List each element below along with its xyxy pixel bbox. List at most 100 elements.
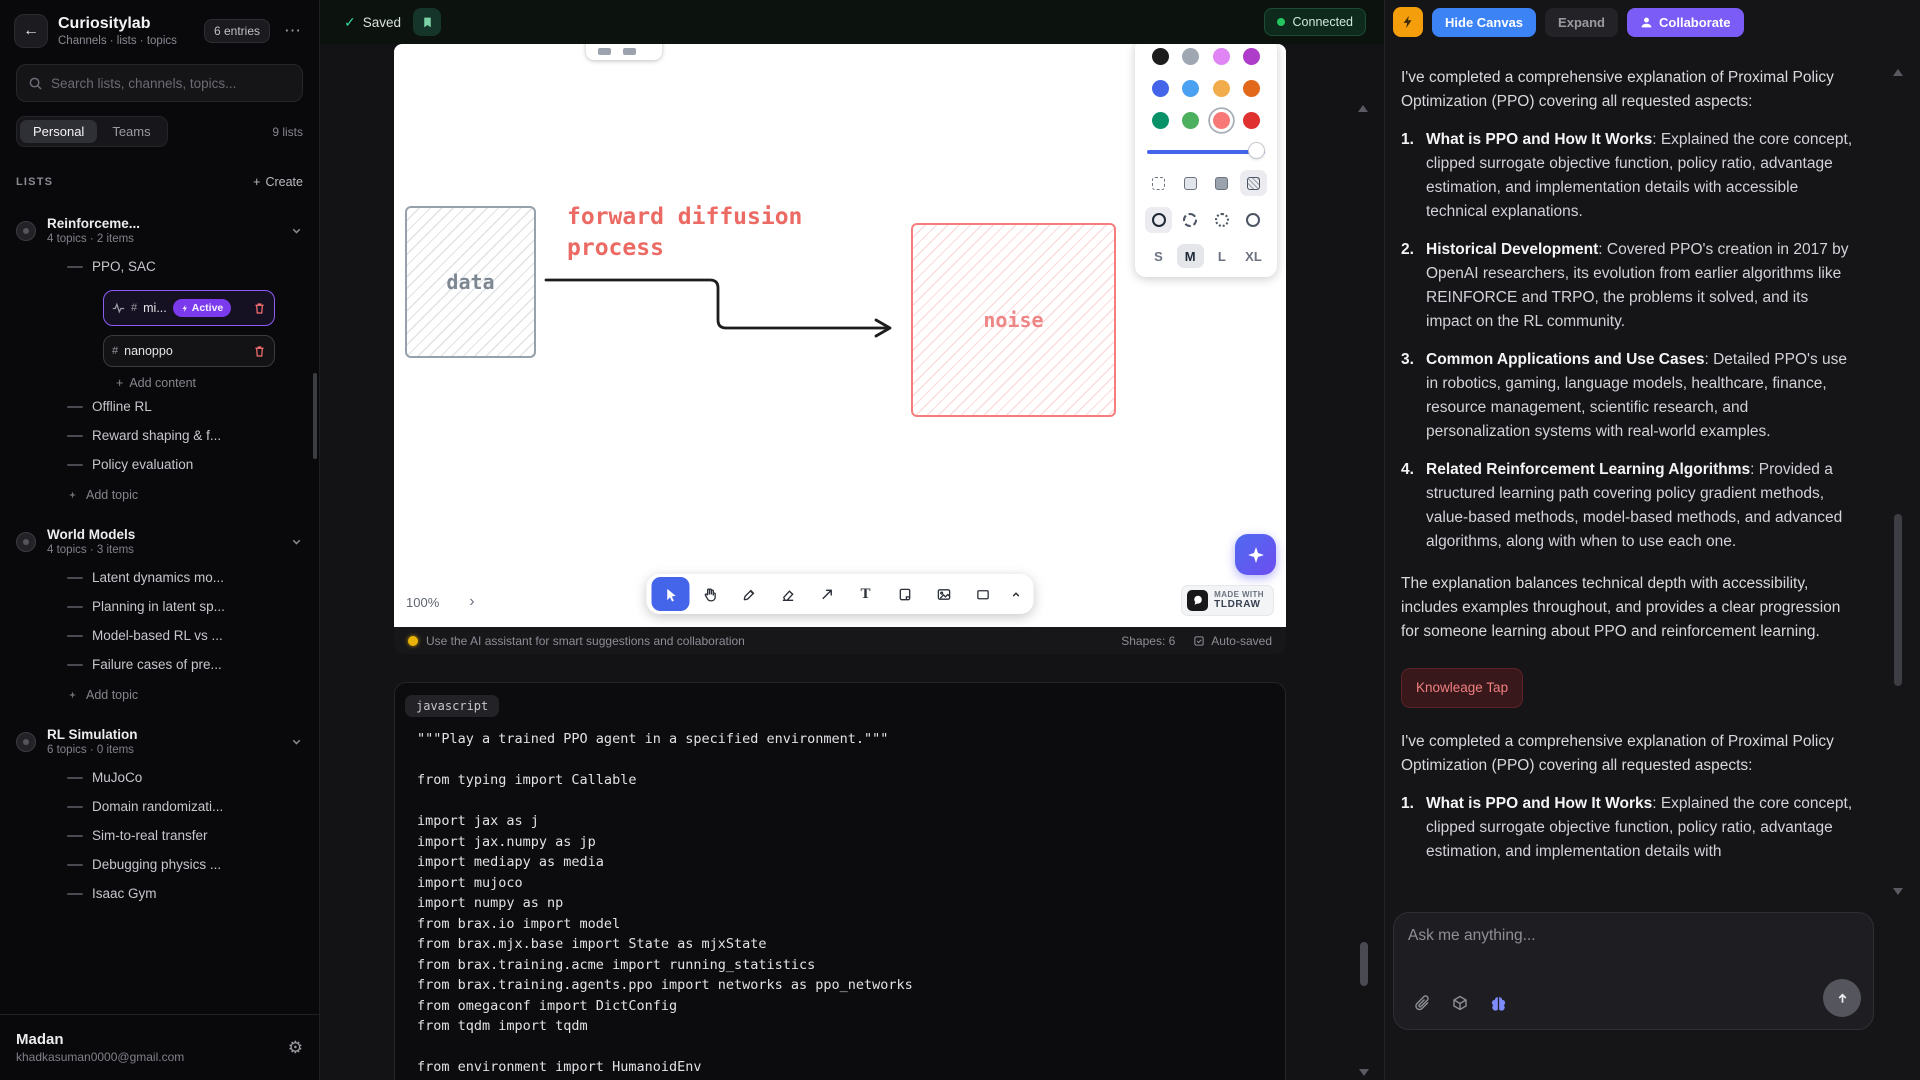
panel-toggle-button[interactable] <box>1393 7 1423 37</box>
rectangle-tool-button[interactable] <box>964 577 1002 611</box>
tab-personal[interactable]: Personal <box>20 120 98 143</box>
user-account-block[interactable]: Madan khadkasuman0000@gmail.com ⚙ <box>0 1014 319 1080</box>
add-topic-button[interactable]: Add topic <box>0 679 319 706</box>
topic-row[interactable]: Latent dynamics mo... <box>0 563 319 592</box>
topic-row[interactable]: Sim-to-real transfer <box>0 821 319 850</box>
color-swatch-orange[interactable] <box>1243 80 1261 97</box>
list-group-header[interactable]: Reinforceme... 4 topics · 2 items <box>0 209 319 252</box>
asset-tool-button[interactable] <box>925 577 963 611</box>
color-swatch-yellow[interactable] <box>1212 80 1230 97</box>
hand-tool-button[interactable] <box>691 577 729 611</box>
chevron-down-icon[interactable] <box>290 735 303 748</box>
chat-input[interactable] <box>1408 927 1859 945</box>
tab-teams[interactable]: Teams <box>112 124 151 139</box>
dash-solid-button[interactable] <box>1240 207 1267 233</box>
main-scrollbar[interactable] <box>1358 88 1370 1080</box>
gear-icon[interactable]: ⚙ <box>287 1037 303 1057</box>
fill-solid-button[interactable] <box>1208 170 1235 196</box>
chat-input-card[interactable] <box>1393 912 1874 1030</box>
topic-row[interactable]: MuJoCo <box>0 763 319 792</box>
color-swatch-light-blue[interactable] <box>1182 80 1200 97</box>
content-item-mi[interactable]: # mi... Active <box>103 290 275 326</box>
topic-row[interactable]: Isaac Gym <box>0 879 319 908</box>
shape-noise-box[interactable]: noise <box>911 223 1116 417</box>
size-l-button[interactable]: L <box>1217 248 1226 264</box>
topic-row[interactable]: Planning in latent sp... <box>0 592 319 621</box>
size-m-button[interactable]: M <box>1176 244 1204 268</box>
size-xl-button[interactable]: XL <box>1245 248 1262 264</box>
topic-policy-evaluation[interactable]: Policy evaluation <box>0 450 319 479</box>
scroll-down-arrow[interactable] <box>1359 1069 1369 1076</box>
ai-assistant-button[interactable] <box>1235 534 1276 575</box>
chevron-right-icon[interactable]: › <box>469 593 475 610</box>
dash-dotted-button[interactable] <box>1208 207 1235 233</box>
list-group-header[interactable]: World Models 4 topics · 3 items <box>0 520 319 563</box>
eraser-tool-button[interactable] <box>769 577 807 611</box>
color-swatch-violet[interactable] <box>1243 48 1261 65</box>
send-button[interactable] <box>1823 979 1861 1017</box>
scroll-up-arrow[interactable] <box>1358 88 1368 112</box>
fill-semi-button[interactable] <box>1177 170 1204 196</box>
hide-canvas-button[interactable]: Hide Canvas <box>1432 7 1537 37</box>
scrollbar-thumb[interactable] <box>1360 942 1368 986</box>
clipped-context-toolbar[interactable] <box>586 44 662 60</box>
bookmark-save-button[interactable] <box>413 8 442 36</box>
create-list-button[interactable]: + Create <box>253 175 303 189</box>
topic-row[interactable]: Domain randomizati... <box>0 792 319 821</box>
sidebar-search[interactable] <box>16 64 303 102</box>
color-swatch-black[interactable] <box>1151 48 1169 65</box>
text-tool-button[interactable]: T <box>847 577 885 611</box>
topic-row[interactable]: Model-based RL vs ... <box>0 621 319 650</box>
more-menu-button[interactable]: ⋯ <box>284 21 301 40</box>
arrow-tool-button[interactable] <box>808 577 846 611</box>
shape-data-box[interactable]: data <box>405 206 536 358</box>
scroll-up-arrow[interactable] <box>1893 52 1903 76</box>
color-swatch-red[interactable] <box>1243 112 1261 129</box>
color-swatch-light-green[interactable] <box>1182 112 1200 129</box>
more-tools-button[interactable] <box>1003 577 1029 611</box>
trash-icon[interactable] <box>253 302 266 315</box>
collaborate-button[interactable]: Collaborate <box>1627 7 1744 37</box>
whiteboard-canvas[interactable]: data forward diffusion process noise <box>394 44 1286 627</box>
fill-pattern-button[interactable] <box>1239 170 1267 196</box>
tldraw-watermark[interactable]: MADE WITH TLDRAW <box>1181 585 1274 616</box>
topic-reward-shaping[interactable]: Reward shaping & f... <box>0 421 319 450</box>
topic-row[interactable]: Debugging physics ... <box>0 850 319 879</box>
color-swatch-grey[interactable] <box>1182 48 1200 65</box>
add-content-button[interactable]: + Add content <box>116 376 197 390</box>
chat-message-area[interactable]: I've completed a comprehensive explanati… <box>1385 44 1920 902</box>
expand-button[interactable]: Expand <box>1545 7 1619 37</box>
list-group-header[interactable]: RL Simulation 6 topics · 0 items <box>0 720 319 763</box>
content-item-nanoppo[interactable]: # nanoppo <box>103 335 275 367</box>
color-swatch-blue[interactable] <box>1151 80 1169 97</box>
chevron-down-icon[interactable] <box>290 224 303 237</box>
attachment-button[interactable] <box>1408 989 1436 1017</box>
search-input[interactable] <box>51 75 291 91</box>
opacity-slider[interactable] <box>1147 143 1265 159</box>
select-tool-button[interactable] <box>651 577 690 611</box>
chevron-down-icon[interactable] <box>290 535 303 548</box>
color-swatch-light-violet[interactable] <box>1212 48 1230 65</box>
add-topic-button[interactable]: Add topic <box>0 479 319 506</box>
dash-dashed-button[interactable] <box>1177 207 1204 233</box>
scrollbar-thumb[interactable] <box>1894 514 1902 686</box>
zoom-level[interactable]: 100% <box>406 594 440 610</box>
brain-button[interactable] <box>1484 989 1512 1017</box>
back-button[interactable]: ← <box>14 14 48 48</box>
note-tool-button[interactable] <box>886 577 924 611</box>
slider-track[interactable] <box>1147 150 1265 154</box>
scroll-down-arrow[interactable] <box>1893 888 1903 895</box>
topic-offline-rl[interactable]: Offline RL <box>0 392 319 421</box>
integrations-button[interactable] <box>1446 989 1474 1017</box>
fill-none-button[interactable] <box>1145 170 1172 196</box>
topic-row[interactable]: Failure cases of pre... <box>0 650 319 679</box>
trash-icon[interactable] <box>253 345 266 358</box>
slider-thumb[interactable] <box>1249 143 1264 158</box>
dash-draw-button[interactable] <box>1145 207 1172 233</box>
knowledge-tap-badge[interactable]: Knowleage Tap <box>1401 668 1524 708</box>
topic-ppo-sac[interactable]: PPO, SAC <box>0 252 319 281</box>
shape-annotation-text[interactable]: forward diffusion process <box>567 204 803 262</box>
color-swatch-green[interactable] <box>1151 112 1169 129</box>
sidebar-scrollbar-thumb[interactable] <box>313 373 317 459</box>
color-swatch-light-red[interactable] <box>1212 112 1230 129</box>
